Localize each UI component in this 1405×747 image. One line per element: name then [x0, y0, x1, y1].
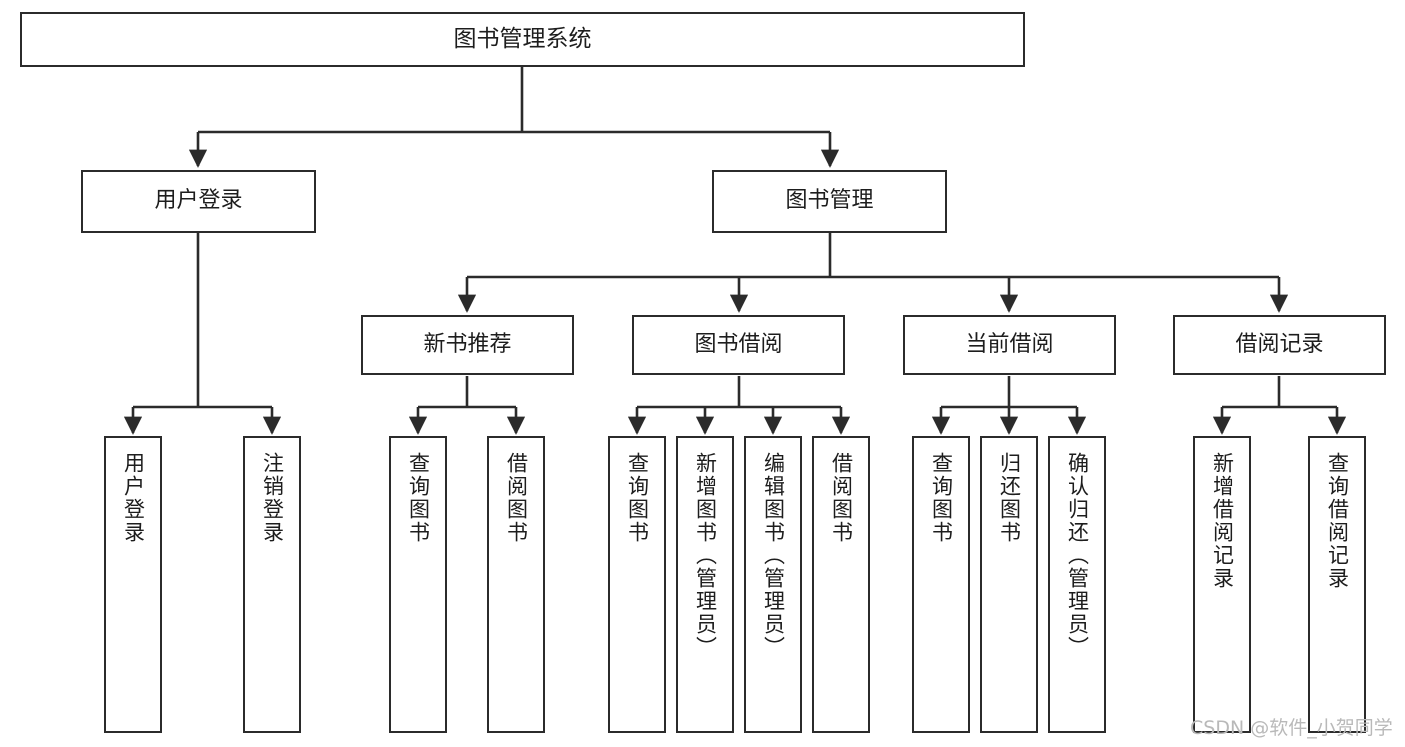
node-label: 确认归还（管理员） [1065, 452, 1090, 659]
node-user-login[interactable]: 用户登录 [81, 170, 316, 233]
node-leaf-query-book-1[interactable]: 查询图书 [389, 436, 447, 733]
node-leaf-query-book-2[interactable]: 查询图书 [608, 436, 666, 733]
node-leaf-borrow-book-1[interactable]: 借阅图书 [487, 436, 545, 733]
node-leaf-edit-book[interactable]: 编辑图书（管理员） [744, 436, 802, 733]
node-label: 新增借阅记录 [1210, 452, 1235, 590]
node-leaf-add-book[interactable]: 新增图书（管理员） [676, 436, 734, 733]
node-label: 新增图书（管理员） [693, 452, 718, 659]
node-label: 用户登录 [121, 452, 146, 544]
node-leaf-query-record[interactable]: 查询借阅记录 [1308, 436, 1366, 733]
node-book-borrow[interactable]: 图书借阅 [632, 315, 845, 375]
node-label: 新书推荐 [423, 331, 512, 357]
node-label: 图书借阅 [694, 331, 783, 357]
node-label: 查询图书 [625, 452, 650, 544]
node-label: 借阅记录 [1235, 331, 1324, 357]
node-label: 图书管理系统 [453, 25, 592, 52]
node-leaf-query-book-3[interactable]: 查询图书 [912, 436, 970, 733]
node-label: 借阅图书 [504, 452, 529, 544]
node-borrow-record[interactable]: 借阅记录 [1173, 315, 1386, 375]
node-leaf-user-login[interactable]: 用户登录 [104, 436, 162, 733]
node-label: 注销登录 [260, 452, 285, 544]
node-label: 编辑图书（管理员） [761, 452, 786, 659]
csdn-watermark: CSDN @软件_小贺同学 [1190, 717, 1393, 739]
node-label: 归还图书 [997, 452, 1022, 544]
node-label: 查询借阅记录 [1325, 452, 1350, 590]
node-label: 图书管理 [785, 188, 874, 214]
node-leaf-return-book[interactable]: 归还图书 [980, 436, 1038, 733]
node-leaf-logout-login[interactable]: 注销登录 [243, 436, 301, 733]
node-label: 借阅图书 [829, 452, 854, 544]
node-leaf-add-record[interactable]: 新增借阅记录 [1193, 436, 1251, 733]
node-root-book-management-system[interactable]: 图书管理系统 [20, 12, 1025, 67]
node-leaf-borrow-book-2[interactable]: 借阅图书 [812, 436, 870, 733]
node-new-book-recommend[interactable]: 新书推荐 [361, 315, 574, 375]
node-label: 用户登录 [154, 188, 243, 214]
node-label: 查询图书 [929, 452, 954, 544]
node-leaf-confirm-return[interactable]: 确认归还（管理员） [1048, 436, 1106, 733]
node-current-borrow[interactable]: 当前借阅 [903, 315, 1116, 375]
node-label: 查询图书 [406, 452, 431, 544]
node-label: 当前借阅 [965, 331, 1054, 357]
node-book-manage[interactable]: 图书管理 [712, 170, 947, 233]
